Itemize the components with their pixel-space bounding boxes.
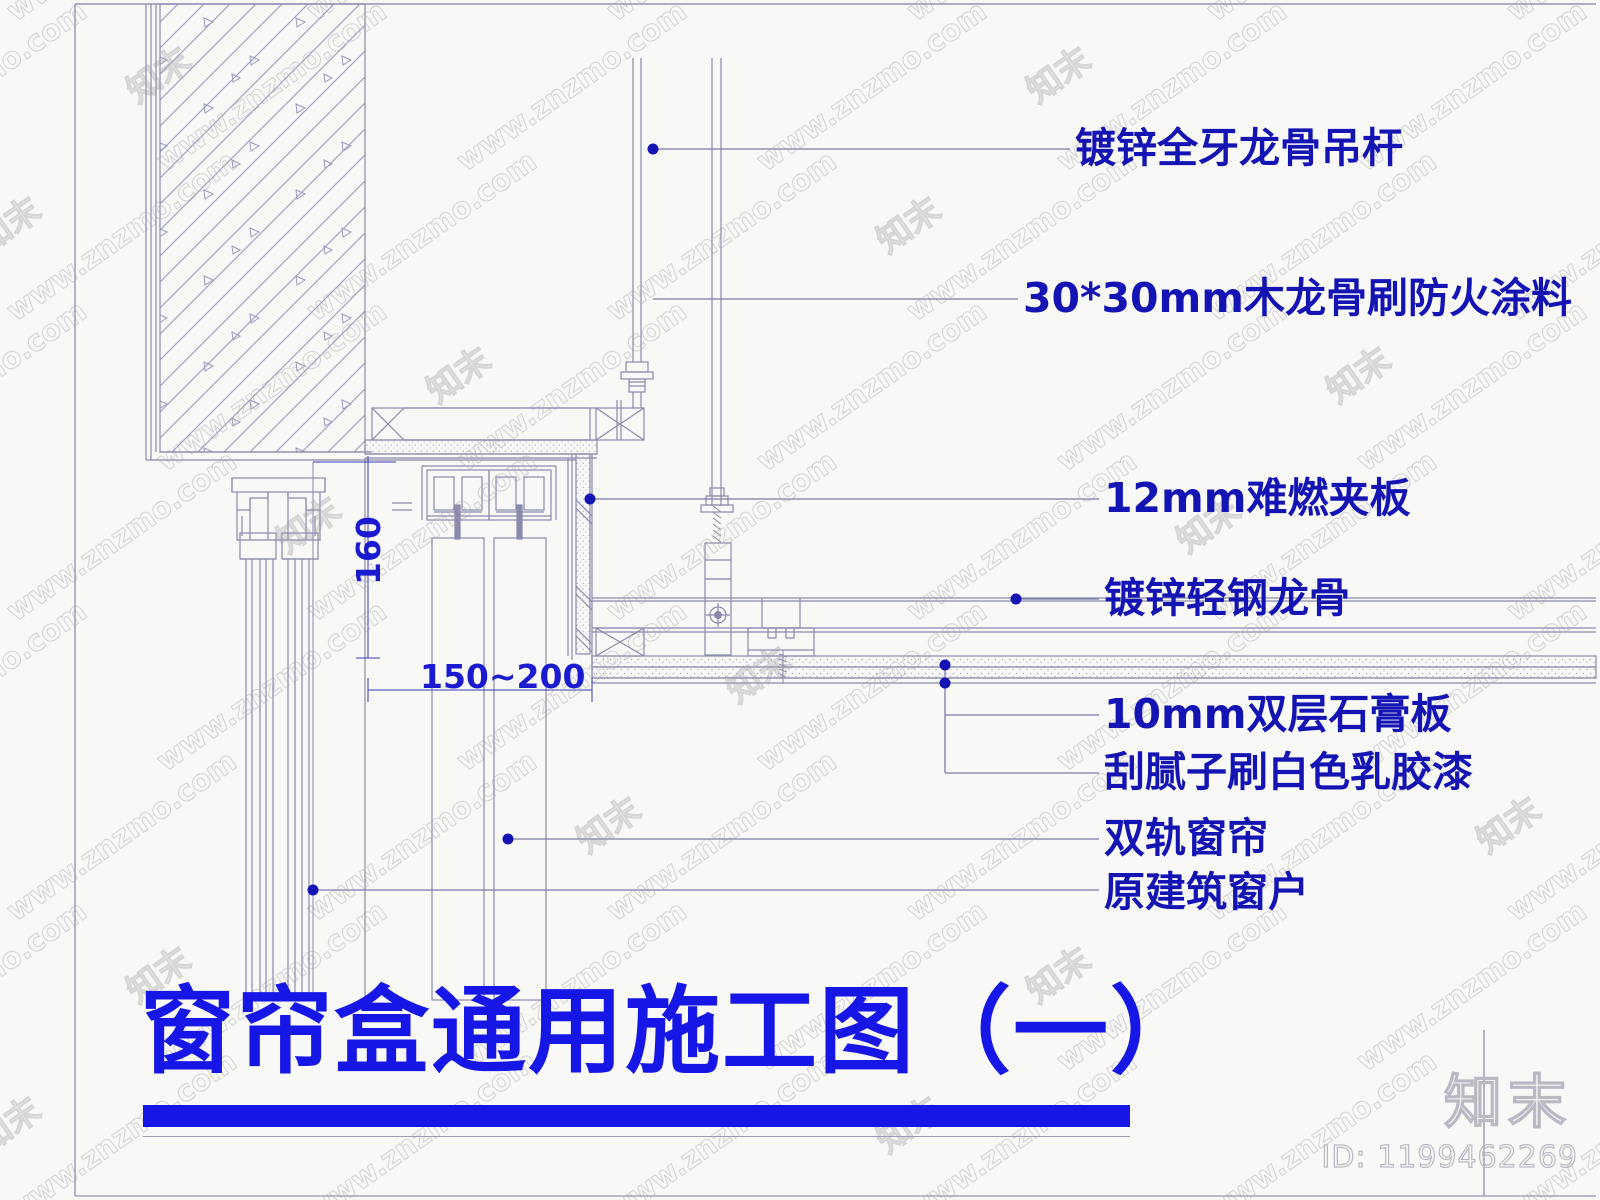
leader-dot-hanger-rod [647,143,659,155]
title-underline-bar [143,1105,1130,1127]
drawing-title: 窗帘盒通用施工图（一） [140,977,1208,1087]
annotation-label-original-window: 原建筑窗户 [1104,868,1309,916]
hanger-rod-right [700,58,734,656]
leader-dot-steel-keel [1010,593,1022,605]
site-brand-logo: 知末 [1443,1067,1572,1136]
annotation-label-plywood: 12mm难燃夹板 [1104,474,1411,522]
leader-dot-double-track-curtain [502,833,514,845]
curtain-track-right [488,469,552,540]
dimension-depth-160: 160 [349,516,388,585]
title-rule [143,1136,1130,1137]
annotation-label-putty-paint: 刮腻子刷白色乳胶漆 [1104,748,1473,796]
leader-anchor-dots [307,143,1022,896]
drawing-id-label: ID: 1199462269 [1321,1139,1578,1175]
suspended-ceiling [591,597,1597,684]
leader-dot-plywood [584,493,596,505]
curtain-track-left [426,469,490,540]
soffit-framing [364,407,645,660]
dimension-lines [313,456,593,702]
leader-dot-ceiling-1 [939,677,951,689]
leader-lines [313,148,1099,891]
annotation-label-hanger-rod: 镀锌全牙龙骨吊杆 [1075,124,1403,172]
dimension-width-150-200: 150~200 [420,657,586,696]
original-window-frame [231,477,326,1000]
leader-dot-ceiling-0 [939,659,951,671]
annotation-label-wood-keel: 30*30mm木龙骨刷防火涂料 [1023,274,1572,322]
annotation-label-gypsum-board: 10mm双层石膏板 [1104,690,1452,738]
concrete-wall [145,3,372,461]
hanger-rod-left [616,58,654,440]
curtain-pocket [312,460,557,1001]
leader-dot-original-window [307,884,319,896]
annotation-label-double-track-curtain: 双轨窗帘 [1104,814,1268,862]
annotation-label-steel-keel: 镀锌轻钢龙骨 [1104,574,1350,622]
